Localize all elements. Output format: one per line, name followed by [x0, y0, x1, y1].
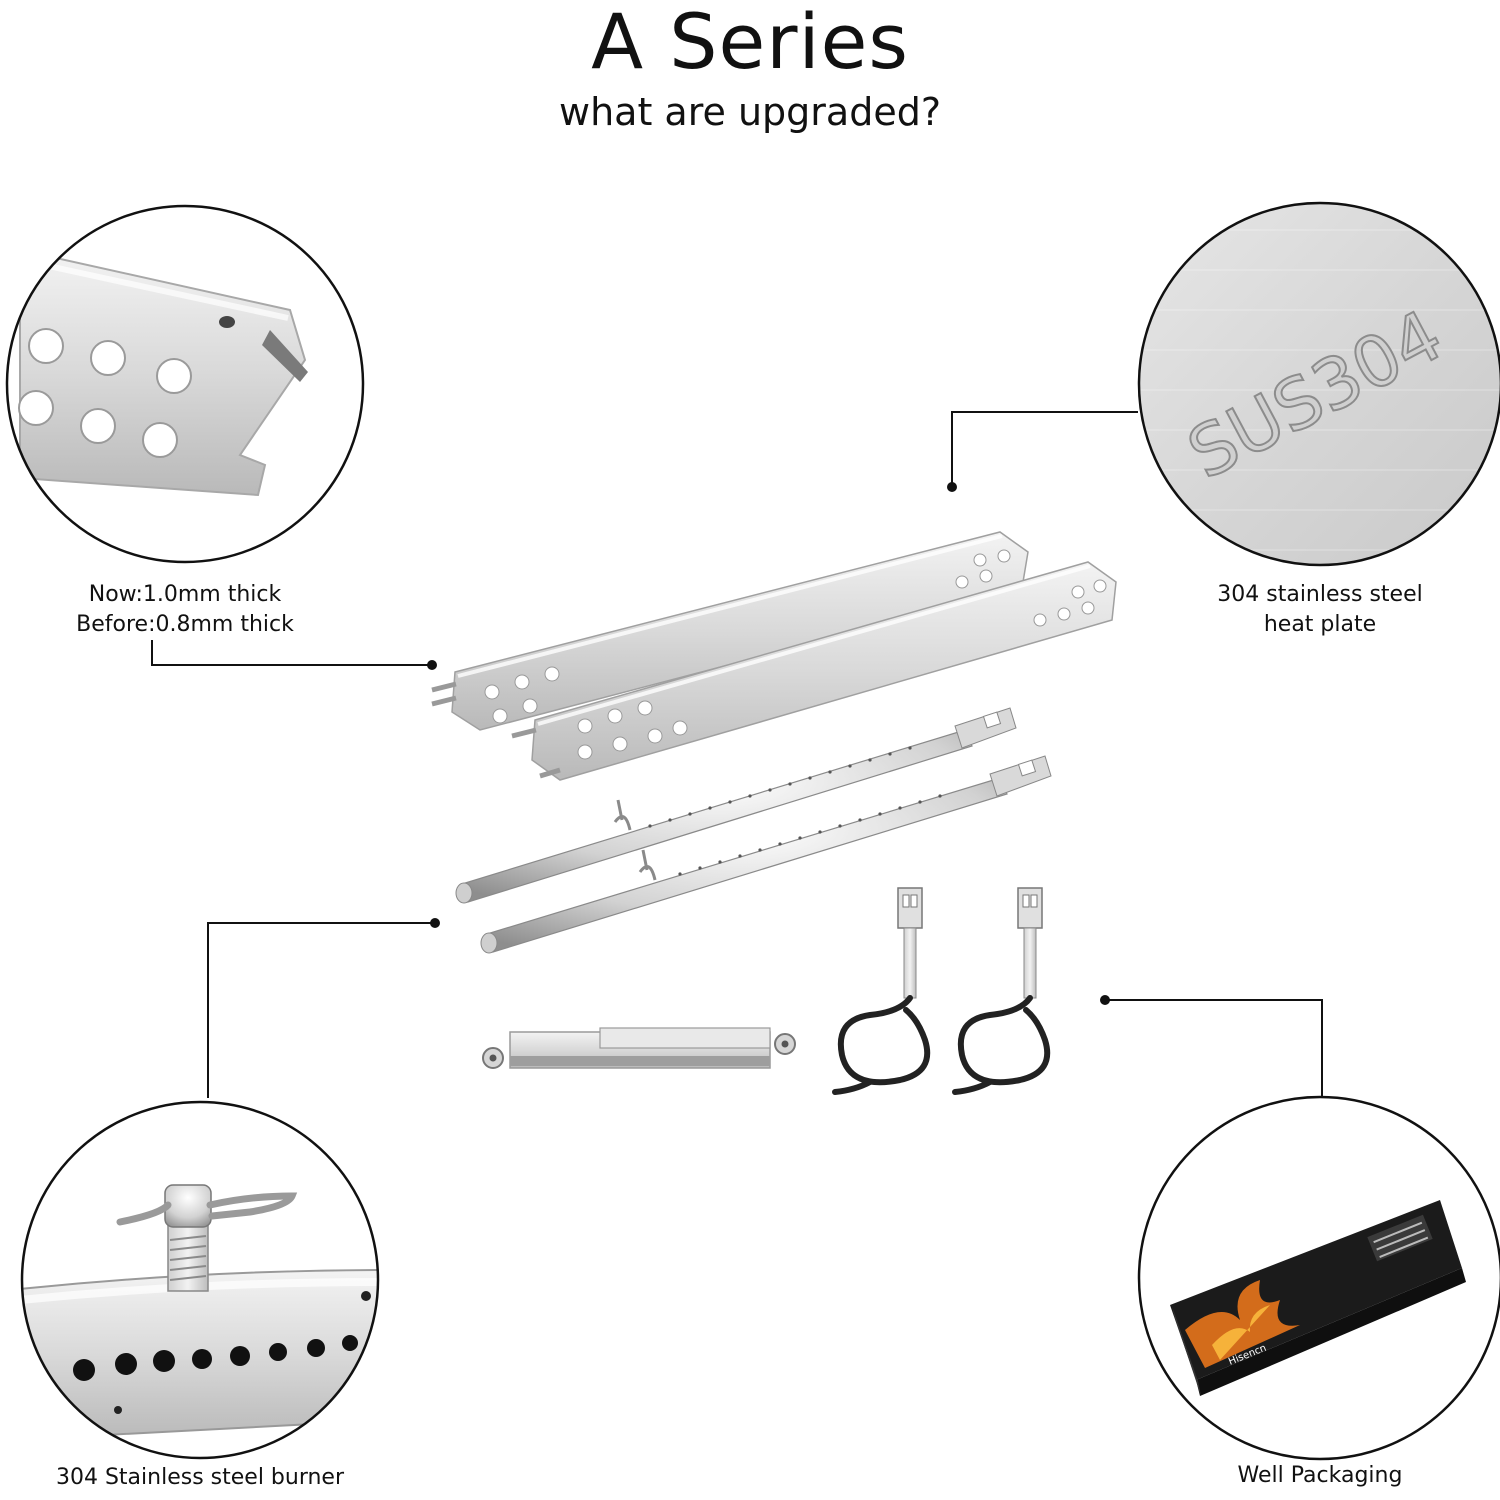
burner-tube [455, 707, 1017, 904]
sus304-closeup: SUS304 [1137, 201, 1500, 567]
page-subtitle: what are upgraded? [559, 90, 941, 134]
leader-burner [207, 922, 435, 1098]
page-title: A Series [591, 0, 909, 86]
heat-plate [511, 561, 1117, 781]
leader-packaging [1105, 999, 1323, 1097]
material-caption: 304 stainless steel heat plate [1150, 580, 1490, 640]
leader-dot-thickness [427, 660, 437, 670]
leader-material [951, 411, 1138, 487]
material-line-2: heat plate [1263, 612, 1377, 637]
thickness-now: Now:1.0mm thick [88, 582, 282, 607]
heat-plate-closeup [5, 204, 365, 564]
thickness-before: Before:0.8mm thick [76, 612, 294, 637]
leader-dot-packaging [1100, 995, 1110, 1005]
packaging-closeup: Hisencn Hisencn [1137, 1095, 1500, 1461]
burner-caption: 304 Stainless steel burner [55, 1465, 345, 1490]
leader-dot-burner [430, 918, 440, 928]
ignitor-electrode [952, 887, 1051, 1095]
leader-lines [151, 411, 1323, 1098]
burner-tube [480, 755, 1052, 954]
thickness-caption: Now:1.0mm thick Before:0.8mm thick [40, 580, 330, 640]
leader-thickness [151, 640, 432, 666]
crossover-channel [482, 1027, 796, 1069]
material-line-1: 304 stainless steel [1217, 582, 1423, 607]
ignitor-electrode [832, 887, 931, 1095]
heat-plate [431, 531, 1029, 731]
burner-closeup [20, 1100, 380, 1460]
leader-dot-material [947, 482, 957, 492]
packaging-caption: Well Packaging [1237, 1463, 1403, 1488]
